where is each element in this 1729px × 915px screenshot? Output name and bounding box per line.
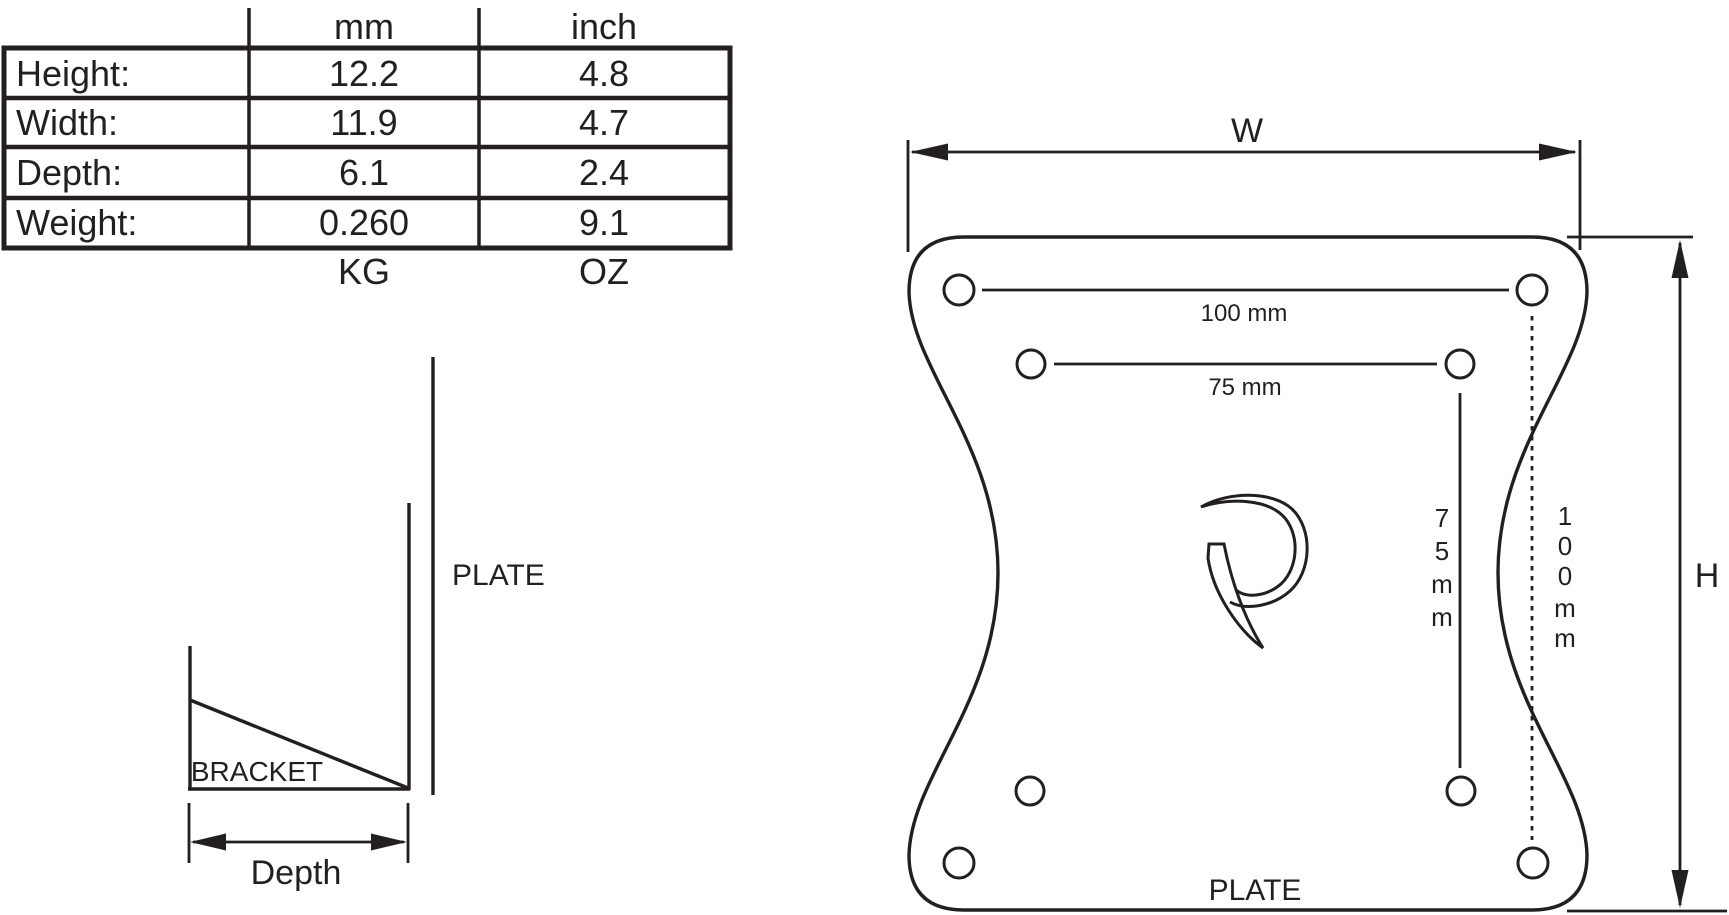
height-arrow-bottom-icon (1671, 870, 1689, 908)
vesa-hole-inner-bottom-right (1445, 775, 1477, 807)
stacked-char: m (1554, 593, 1576, 623)
stacked-char: 1 (1558, 501, 1572, 531)
p-logo-bowl-inner (1200, 499, 1297, 597)
spacing-label-75mm-vertical: 7 5 m m (1431, 503, 1453, 632)
p-logo-bowl-outer (1200, 493, 1309, 608)
spec-table: mm inch Height: 12.2 4.8 Width: 11.9 4.7… (1, 6, 733, 292)
stacked-char: 7 (1435, 503, 1449, 533)
vesa-hole-inner-bottom-left (1014, 775, 1046, 807)
table-footer-metric-unit: KG (338, 251, 390, 292)
depth-dimension-label: Depth (251, 854, 342, 892)
side-view-bracket-label: BRACKET (191, 756, 323, 787)
table-row: Width: 11.9 4.7 (16, 102, 629, 143)
row-label: Width: (16, 102, 118, 143)
stacked-char: 0 (1558, 531, 1572, 561)
table-row: Height: 12.2 4.8 (16, 53, 629, 94)
table-header-metric: mm (334, 6, 394, 47)
row-imperial: 9.1 (579, 202, 629, 243)
width-arrow-left-icon (910, 143, 948, 161)
p-logo-icon (1200, 493, 1309, 650)
side-view-plate-label: PLATE (452, 559, 545, 592)
spacing-label-100mm-vertical: 1 0 0 m m (1554, 501, 1576, 653)
depth-arrow-right-icon (371, 833, 407, 851)
row-metric: 6.1 (339, 152, 389, 193)
vesa-hole-outer-bottom-left (942, 846, 976, 880)
height-dimension-label: H (1695, 557, 1720, 595)
depth-arrow-left-icon (190, 833, 226, 851)
vesa-hole-outer-top-right (1515, 273, 1549, 307)
row-imperial: 4.8 (579, 53, 629, 94)
front-view-plate-label: PLATE (1209, 874, 1302, 907)
plate-outline (907, 235, 1589, 912)
width-arrow-right-icon (1539, 143, 1577, 161)
spacing-label-100mm-horizontal: 100 mm (1201, 300, 1288, 327)
width-dimension-label: W (1231, 112, 1263, 150)
width-dimension: W (906, 112, 1582, 252)
vesa-hole-outer-bottom-right (1516, 846, 1550, 880)
stacked-char: m (1554, 623, 1576, 653)
row-metric: 0.260 (319, 202, 409, 243)
row-metric: 11.9 (330, 102, 397, 143)
vesa-hole-outer-top-left (942, 273, 976, 307)
spacing-label-75mm-horizontal: 75 mm (1208, 374, 1281, 401)
row-imperial: 2.4 (579, 152, 629, 193)
table-header-imperial: inch (571, 6, 637, 47)
stacked-char: 0 (1558, 561, 1572, 591)
height-arrow-top-icon (1671, 240, 1689, 278)
vesa-hole-inner-top-left (1015, 348, 1047, 380)
front-view-diagram: 100 mm 75 mm 7 5 m m 1 0 0 m m W (906, 112, 1727, 913)
stacked-char: m (1431, 602, 1453, 632)
depth-dimension: Depth (187, 803, 410, 892)
row-label: Depth: (16, 152, 122, 193)
stacked-char: 5 (1435, 536, 1449, 566)
vesa-hole-inner-top-right (1444, 348, 1476, 380)
p-logo-leg (1206, 542, 1265, 650)
row-label: Height: (16, 53, 130, 94)
row-metric: 12.2 (329, 53, 399, 94)
row-label: Weight: (16, 202, 137, 243)
side-view-bracket-diagonal-line (189, 698, 409, 790)
stacked-char: m (1431, 569, 1453, 599)
table-row: Weight: 0.260 9.1 (16, 202, 629, 243)
row-imperial: 4.7 (579, 102, 629, 143)
table-row: Depth: 6.1 2.4 (16, 152, 629, 193)
height-dimension: H (1567, 235, 1727, 913)
table-footer-imperial-unit: OZ (579, 251, 629, 292)
side-view-diagram: PLATE BRACKET Depth (187, 357, 545, 892)
